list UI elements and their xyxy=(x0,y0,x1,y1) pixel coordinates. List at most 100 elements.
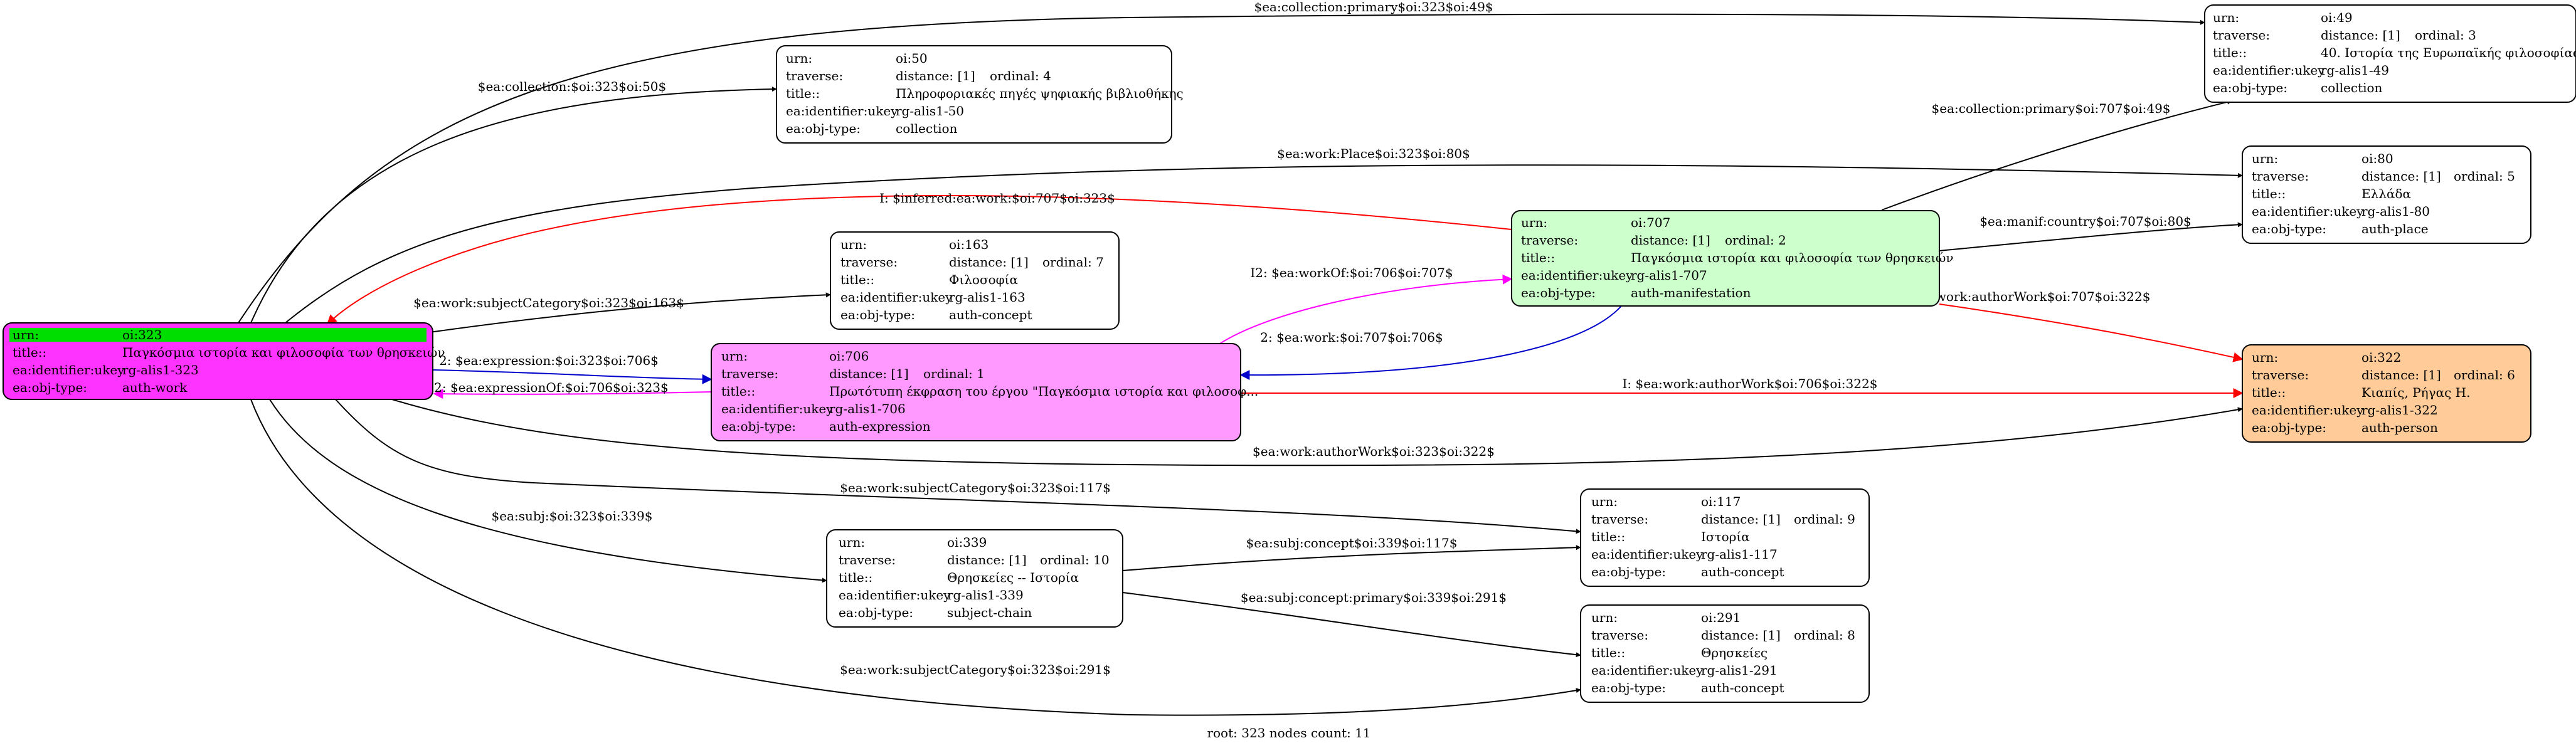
node-value: distance: [1] xyxy=(947,552,1027,567)
node-oi-80[interactable]: urn: oi:80 traverse: distance: [1] ordin… xyxy=(2242,145,2531,244)
node-value: ordinal: 7 xyxy=(1042,255,1104,270)
node-value: distance: [1] xyxy=(2361,367,2441,382)
node-value: oi:707 xyxy=(1631,215,1670,230)
node-key: ea:identifier:ukey xyxy=(2252,204,2364,219)
edge-collection-323-50[interactable]: $ea:collection:$oi:323$oi:50$ xyxy=(250,79,777,324)
node-key: urn: xyxy=(840,237,867,252)
node-value: rg-alis1-80 xyxy=(2361,204,2430,219)
node-value: rg-alis1-322 xyxy=(2361,403,2438,418)
node-value: rg-alis1-49 xyxy=(2321,63,2389,78)
node-key: title:: xyxy=(839,570,872,585)
node-key: title:: xyxy=(786,86,820,101)
node-key: urn: xyxy=(839,535,865,550)
node-value: Παγκόσμια ιστορία και φιλοσοφία των θρησ… xyxy=(1631,250,1954,265)
edge-subj-concept-primary-339-291[interactable]: $ea:subj:concept:primary$oi:339$oi:291$ xyxy=(1122,590,1581,658)
node-oi-706[interactable]: urn: oi:706 traverse: distance: [1] ordi… xyxy=(711,343,1258,441)
node-key: ea:obj-type: xyxy=(2213,80,2287,95)
edge-label: 2: $ea:work:$oi:707$oi:706$ xyxy=(1260,330,1443,345)
node-key: urn: xyxy=(721,349,748,364)
node-key: urn: xyxy=(1591,610,1618,625)
node-value: ordinal: 3 xyxy=(2415,28,2476,43)
node-key: ea:identifier:ukey xyxy=(2213,63,2325,78)
edge-manif-country-707-80[interactable]: $ea:manif:country$oi:707$oi:80$ xyxy=(1939,214,2243,251)
edge-label: 2: $ea:expression:$oi:323$oi:706$ xyxy=(439,353,659,368)
node-oi-323[interactable]: urn: oi:323 title:: Παγκόσμια ιστορία κα… xyxy=(3,322,445,400)
node-value: rg-alis1-117 xyxy=(1701,547,1778,562)
node-key: ea:obj-type: xyxy=(786,121,861,136)
node-value: ordinal: 10 xyxy=(1040,552,1110,567)
node-value: ordinal: 5 xyxy=(2454,169,2515,184)
node-oi-49[interactable]: urn: oi:49 traverse: distance: [1] ordin… xyxy=(2204,4,2576,103)
edge-label: I2: $ea:expressionOf:$oi:706$oi:323$ xyxy=(429,380,669,395)
node-value: oi:323 xyxy=(122,327,162,342)
edge-subj-concept-339-117[interactable]: $ea:subj:concept$oi:339$oi:117$ xyxy=(1122,535,1581,571)
node-value: oi:322 xyxy=(2361,350,2401,365)
node-value: rg-alis1-707 xyxy=(1631,268,1707,283)
node-key: ea:identifier:ukey xyxy=(1591,547,1704,562)
node-value: oi:49 xyxy=(2321,10,2353,25)
node-value: rg-alis1-291 xyxy=(1701,663,1778,678)
node-key: ea:obj-type: xyxy=(1521,285,1596,300)
node-key: title:: xyxy=(1591,645,1625,660)
node-value: collection xyxy=(2321,80,2383,95)
edge-label: $ea:collection:primary$oi:323$oi:49$ xyxy=(1254,0,1493,14)
edge-collection-primary-323-49[interactable]: $ea:collection:primary$oi:323$oi:49$ xyxy=(238,0,2205,324)
node-oi-707[interactable]: urn: oi:707 traverse: distance: [1] ordi… xyxy=(1511,210,1954,307)
node-key: ea:identifier:ukey xyxy=(2252,403,2364,418)
node-oi-291[interactable]: urn: oi:291 traverse: distance: [1] ordi… xyxy=(1580,604,1870,703)
edge-label: $ea:work:authorWork$oi:323$oi:322$ xyxy=(1253,444,1495,459)
edge-workOf-706-707[interactable]: I2: $ea:workOf:$oi:706$oi:707$ xyxy=(1219,265,1513,344)
node-key: urn: xyxy=(1591,494,1618,509)
edge-expressionOf-706-323[interactable]: I2: $ea:expressionOf:$oi:706$oi:323$ xyxy=(429,380,712,399)
node-oi-339[interactable]: urn: oi:339 traverse: distance: [1] ordi… xyxy=(826,529,1123,628)
node-value: oi:291 xyxy=(1701,610,1741,625)
node-value: Φιλοσοφία xyxy=(949,272,1018,287)
edge-label: $ea:work:subjectCategory$oi:323$oi:163$ xyxy=(413,295,684,310)
edge-authorWork-706-322[interactable]: I: $ea:work:authorWork$oi:706$oi:322$ xyxy=(1241,376,2244,398)
node-key: ea:identifier:ukey xyxy=(1521,268,1633,283)
node-key: ea:obj-type: xyxy=(2252,221,2326,236)
node-key: traverse: xyxy=(2252,169,2309,184)
edge-label: $ea:work:subjectCategory$oi:323$oi:291$ xyxy=(840,662,1111,677)
node-value: collection xyxy=(896,121,958,136)
edge-authorWork-323-322[interactable]: $ea:work:authorWork$oi:323$oi:322$ xyxy=(391,399,2243,466)
node-value: auth-concept xyxy=(1701,564,1784,579)
node-value: oi:80 xyxy=(2361,151,2393,166)
node-value: ordinal: 8 xyxy=(1794,628,1855,643)
edge-work-place-323-80[interactable]: $ea:work:Place$oi:323$oi:80$ xyxy=(285,146,2243,324)
node-oi-50[interactable]: urn: oi:50 traverse: distance: [1] ordin… xyxy=(776,45,1184,144)
node-oi-163[interactable]: urn: oi:163 traverse: distance: [1] ordi… xyxy=(830,231,1120,330)
node-value: ordinal: 6 xyxy=(2454,367,2515,382)
edge-work-707-706[interactable]: 2: $ea:work:$oi:707$oi:706$ xyxy=(1239,305,1622,381)
edge-collection-primary-707-49[interactable]: $ea:collection:primary$oi:707$oi:49$ xyxy=(1881,99,2232,211)
edge-subjectCategory-323-163[interactable]: $ea:work:subjectCategory$oi:323$oi:163$ xyxy=(413,292,831,333)
edge-subjectCategory-323-291[interactable]: $ea:work:subjectCategory$oi:323$oi:291$ xyxy=(250,399,1581,716)
node-key: ea:identifier:ukey xyxy=(840,290,953,305)
node-value: Πρωτότυπη έκφραση του έργου "Παγκόσμια ι… xyxy=(829,384,1258,399)
edge-inferred-work-707-323[interactable]: I: $inferred:ea:work:$oi:707$oi:323$ xyxy=(326,191,1512,325)
node-key: ea:identifier:ukey xyxy=(1591,663,1704,678)
node-value: ordinal: 4 xyxy=(990,68,1051,83)
node-value: Ιστορία xyxy=(1701,529,1750,544)
node-key: ea:obj-type: xyxy=(721,419,796,434)
node-value: subject-chain xyxy=(947,605,1032,620)
node-value: auth-concept xyxy=(1701,680,1784,695)
edge-authorWork-707-322[interactable]: I: $ea:work:authorWork$oi:707$oi:322$ xyxy=(1895,289,2244,362)
node-value: oi:163 xyxy=(949,237,989,252)
edge-label: $ea:collection:primary$oi:707$oi:49$ xyxy=(1931,101,2170,116)
edge-subj-323-339[interactable]: $ea:subj:$oi:323$oi:339$ xyxy=(269,399,827,583)
node-value: rg-alis1-50 xyxy=(896,103,964,119)
node-key: traverse: xyxy=(1591,512,1648,527)
node-oi-117[interactable]: urn: oi:117 traverse: distance: [1] ordi… xyxy=(1580,488,1870,587)
node-key: traverse: xyxy=(786,68,843,83)
node-oi-322[interactable]: urn: oi:322 traverse: distance: [1] ordi… xyxy=(2242,344,2531,443)
node-key: urn: xyxy=(786,51,812,66)
node-key: ea:obj-type: xyxy=(839,605,913,620)
node-key: title:: xyxy=(840,272,874,287)
edge-expression-323-706[interactable]: 2: $ea:expression:$oi:323$oi:706$ xyxy=(432,353,713,384)
node-value: Θρησκείες -- Ιστορία xyxy=(947,570,1079,585)
node-value: distance: [1] xyxy=(829,366,909,381)
node-value: distance: [1] xyxy=(949,255,1029,270)
edge-subjectCategory-323-117[interactable]: $ea:work:subjectCategory$oi:323$oi:117$ xyxy=(335,399,1581,534)
node-value: Πληροφοριακές πηγές ψηφιακής βιβλιοθήκης xyxy=(896,86,1184,101)
